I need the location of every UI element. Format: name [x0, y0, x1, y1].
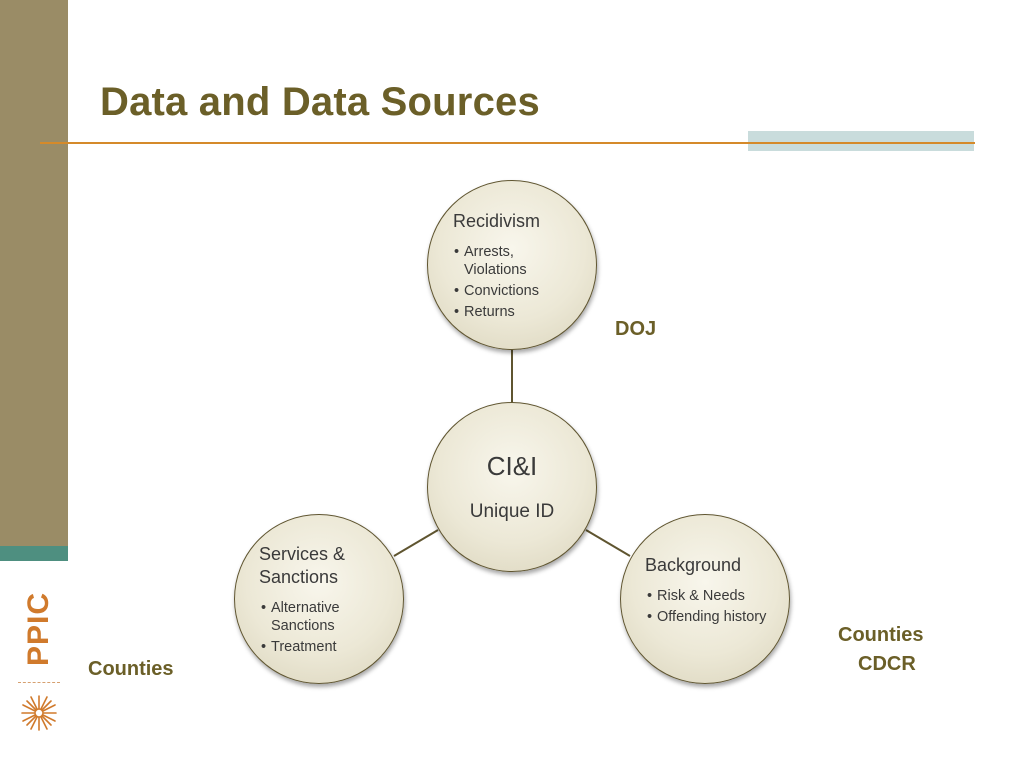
list-item: Arrests, Violations: [454, 243, 574, 279]
ppic-logo-icon: PPIC: [22, 592, 55, 666]
cdcr-label: CDCR: [858, 653, 916, 675]
list-item: Offending history: [647, 608, 767, 626]
list-item: Treatment: [261, 638, 371, 656]
connector-right: [585, 529, 631, 557]
title-rule: [40, 142, 975, 144]
logo-divider: [18, 682, 60, 683]
services-heading: Services & Sanctions: [259, 544, 346, 587]
ppic-logo-text: PPIC: [22, 592, 55, 666]
background-heading: Background: [645, 555, 742, 575]
cii-title: CI&I: [486, 451, 538, 481]
recidivism-heading: Recidivism: [453, 211, 541, 231]
sidebar-bar: [0, 0, 68, 546]
services-list: Alternative Sanctions Treatment: [261, 599, 371, 659]
recidivism-circle: Recidivism Arrests, Violations Convictio…: [427, 180, 597, 350]
sidebar-teal-band: [0, 546, 68, 561]
title-rule-accent-line: [748, 142, 974, 144]
recidivism-list: Arrests, Violations Convictions Returns: [454, 243, 574, 324]
background-list: Risk & Needs Offending history: [647, 587, 767, 629]
slide-title: Data and Data Sources: [100, 80, 540, 124]
cii-subtitle: Unique ID: [469, 501, 555, 522]
counties-right-label: Counties: [838, 624, 924, 646]
list-item: Convictions: [454, 282, 574, 300]
background-circle: Background Risk & Needs Offending histor…: [620, 514, 790, 684]
title-rule-accent: [748, 131, 974, 151]
cii-circle: CI&I Unique ID: [427, 402, 597, 572]
starburst-logo-icon: [21, 695, 57, 731]
counties-left-label: Counties: [88, 658, 174, 680]
doj-label: DOJ: [615, 318, 657, 340]
connector-left: [393, 529, 439, 557]
list-item: Returns: [454, 303, 574, 321]
services-circle: Services & Sanctions Alternative Sanctio…: [234, 514, 404, 684]
list-item: Alternative Sanctions: [261, 599, 371, 635]
list-item: Risk & Needs: [647, 587, 767, 605]
